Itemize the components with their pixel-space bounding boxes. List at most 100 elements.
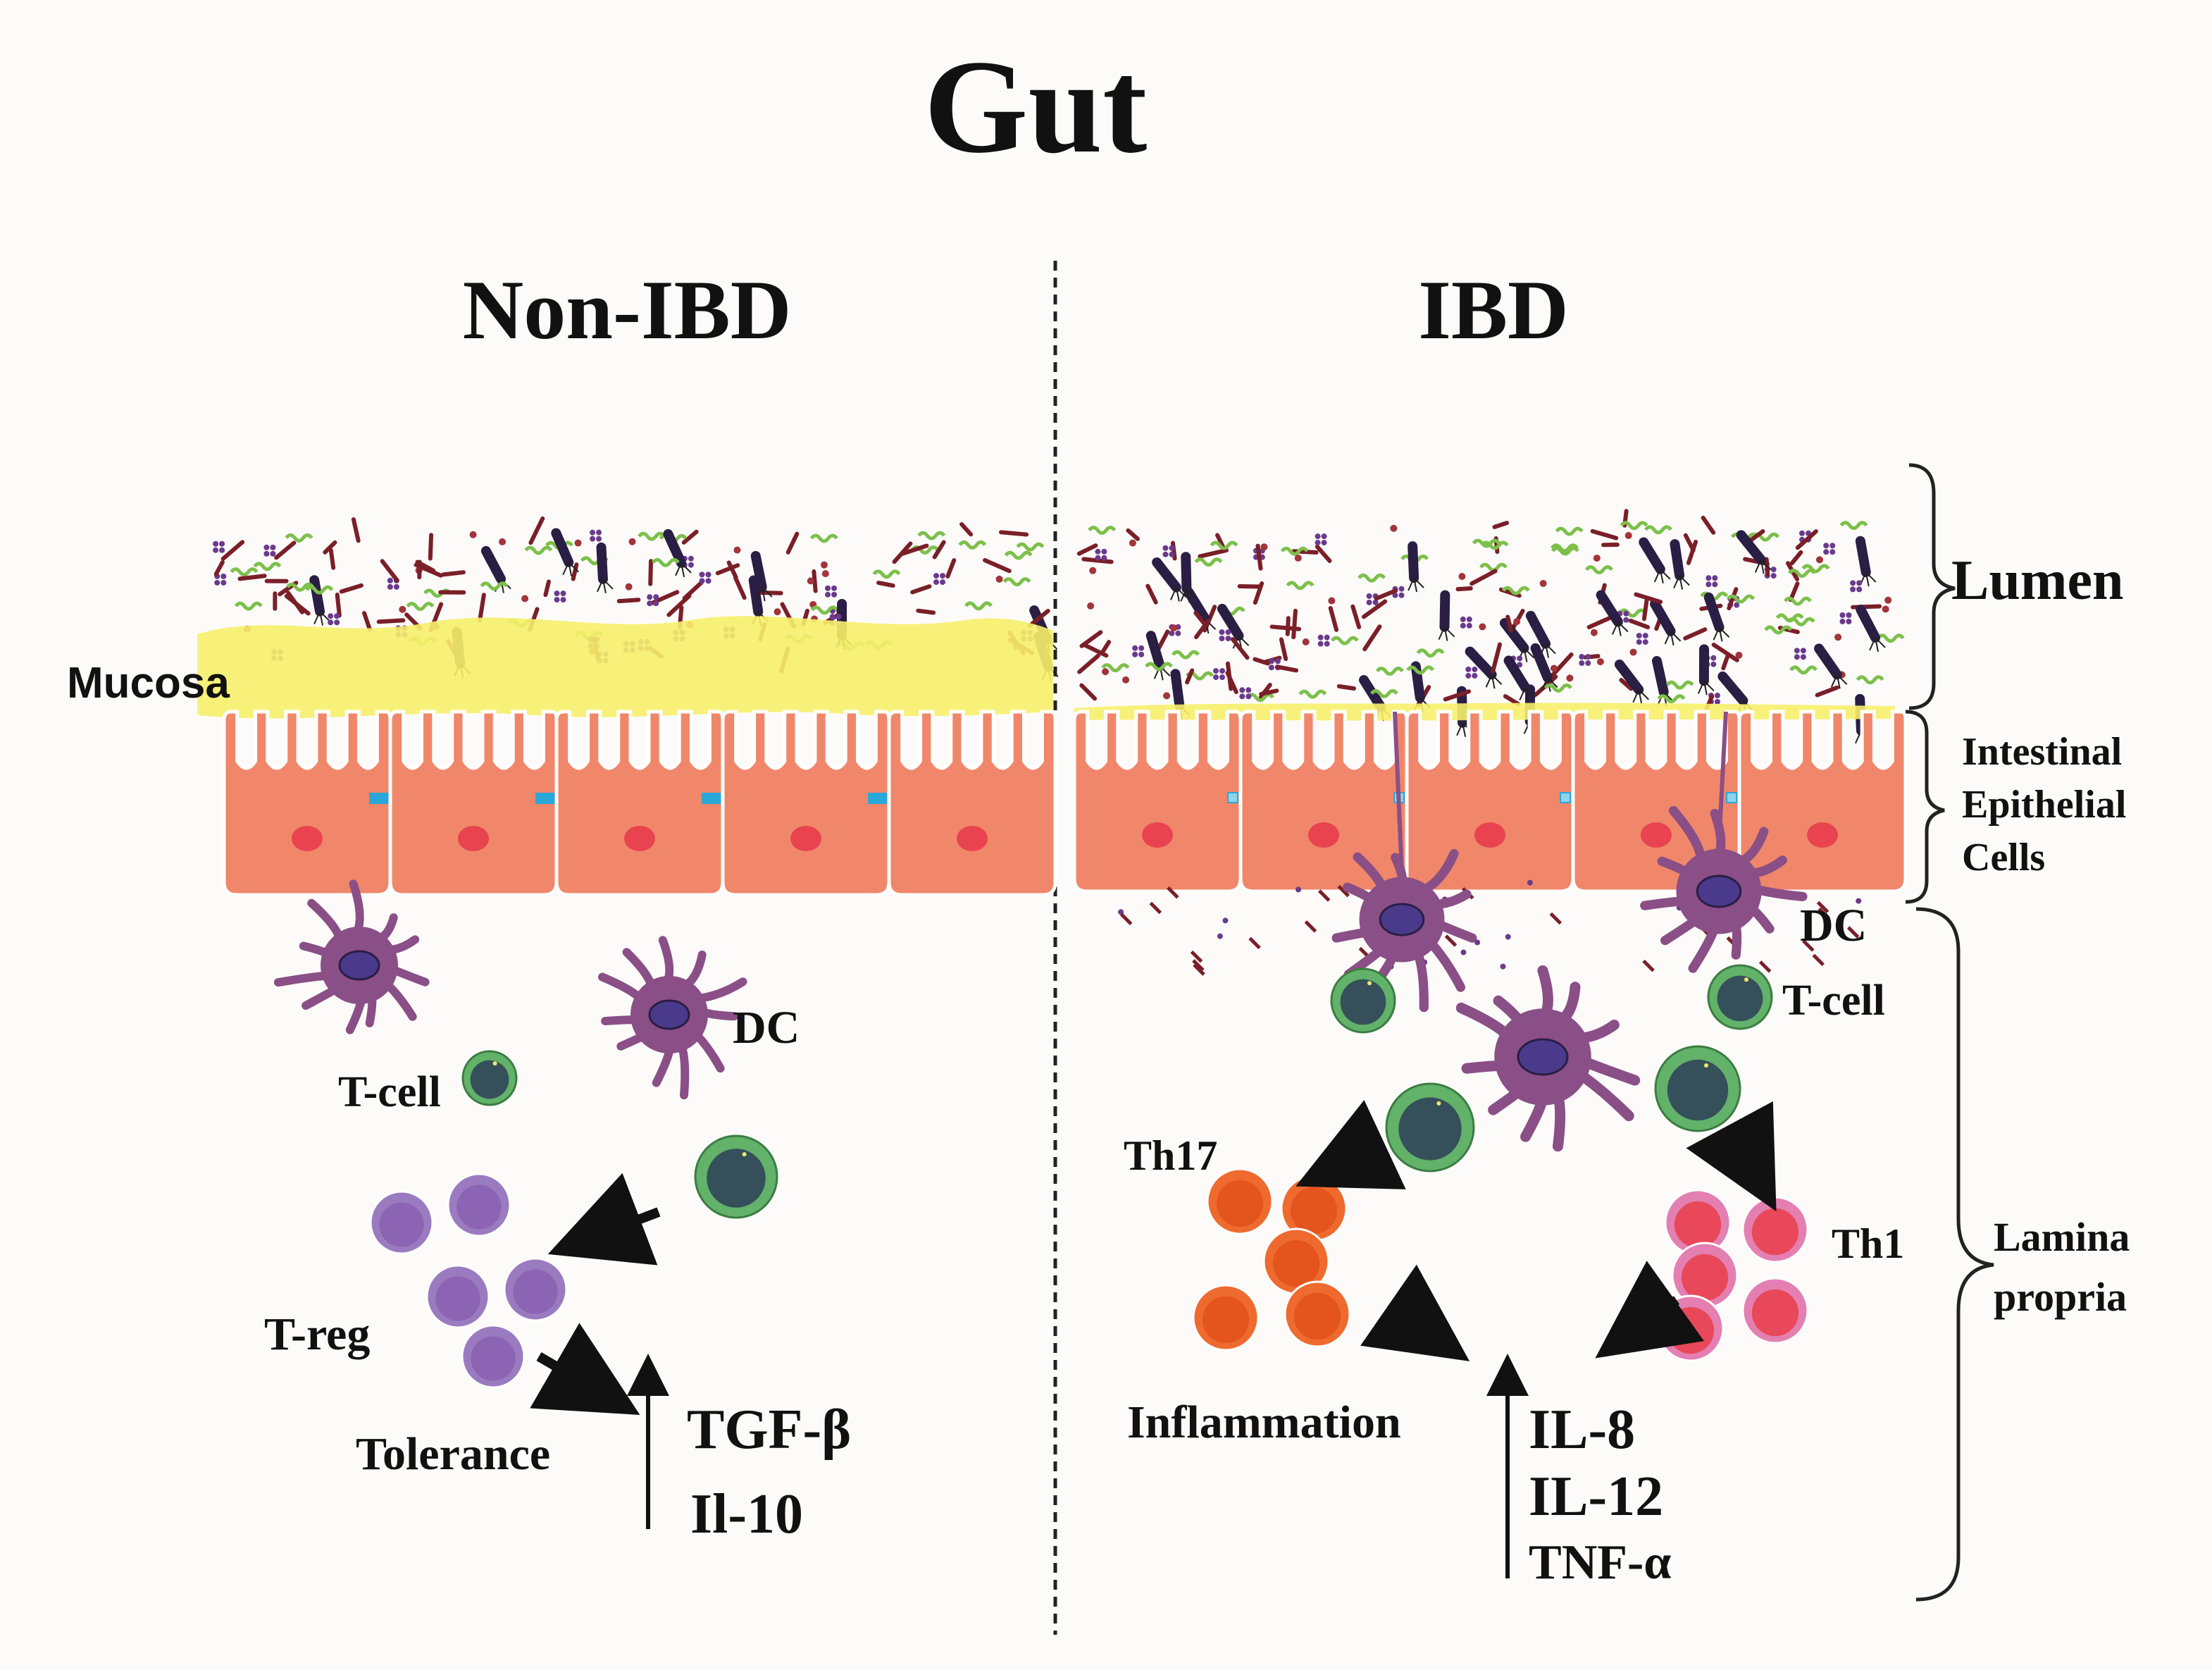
coccus-bacterium (1322, 533, 1327, 539)
treg-cell-core (471, 1336, 515, 1380)
rod-bacterium (1187, 671, 1192, 683)
coccus-bacterium (1095, 549, 1100, 555)
epithelial-nucleus (1807, 822, 1838, 848)
treg-cell-core (456, 1185, 501, 1229)
th1-cell-core (1752, 1289, 1798, 1336)
rod-bacterium (962, 524, 971, 534)
epithelial-cell (557, 712, 723, 895)
coccus-bacterium (1846, 619, 1851, 624)
epithelial-nucleus (1142, 822, 1173, 848)
rod-bacterium (912, 586, 929, 592)
dc-label-right: DC (1800, 900, 1867, 951)
flagellated-bacterium (314, 580, 320, 611)
leaked-coccus (1295, 886, 1301, 892)
spiral-bacterium (1377, 669, 1403, 674)
rod-bacterium (354, 519, 359, 540)
rod-bacterium (530, 519, 542, 543)
coccus-bacterium (1771, 573, 1777, 579)
epithelial-cell (1241, 712, 1407, 891)
coccus-bacterium (825, 592, 831, 598)
coccus-bacterium (626, 583, 633, 590)
rod-bacterium (216, 562, 223, 574)
spiral-bacterium (254, 564, 280, 569)
coccus-bacterium (831, 586, 837, 591)
coccus-bacterium (1460, 623, 1466, 629)
rod-bacterium (1495, 523, 1508, 527)
flagellated-bacterium (1860, 610, 1875, 638)
rod-bacterium (918, 611, 933, 613)
coccus-bacterium (1794, 648, 1800, 653)
coccus-bacterium (1579, 660, 1584, 666)
flagellated-bacterium (1536, 648, 1548, 678)
epithelial-cell (1407, 712, 1573, 891)
t-cell-core (1667, 1060, 1728, 1120)
coccus-bacterium (1794, 654, 1800, 660)
cytokine-right-2: IL-12 (1529, 1466, 1663, 1528)
tcell-label-right: T-cell (1782, 977, 1885, 1025)
epithelial-nucleus (458, 826, 489, 851)
coccus-bacterium (1239, 687, 1245, 693)
coccus-bacterium (688, 562, 694, 568)
cytokine-right-1: IL-8 (1529, 1399, 1635, 1461)
coccus-bacterium (831, 592, 837, 598)
rod-bacterium (337, 595, 340, 615)
coccus-bacterium (1850, 580, 1856, 586)
coccus-bacterium (1712, 575, 1717, 581)
coccus-bacterium (328, 613, 333, 619)
leaked-rod (1192, 952, 1202, 962)
flagellated-bacterium (1176, 674, 1180, 705)
t-cell-core (1717, 976, 1763, 1022)
coccus-bacterium (521, 595, 528, 602)
spiral-bacterium (874, 571, 899, 577)
coccus-bacterium (1269, 664, 1274, 670)
coccus-bacterium (1129, 540, 1136, 547)
rod-bacterium (1472, 571, 1495, 583)
rod-bacterium (1331, 608, 1336, 630)
spiral-bacterium (1017, 544, 1043, 550)
spiral-bacterium (1791, 667, 1816, 673)
lumen-label: Lumen (1951, 550, 2124, 612)
spiral-bacterium (1332, 638, 1357, 643)
rod-bacterium (1593, 531, 1617, 538)
coccus-bacterium (1089, 567, 1096, 574)
coccus-bacterium (1630, 649, 1637, 656)
coccus-bacterium (1324, 635, 1330, 641)
rod-bacterium (1258, 546, 1261, 569)
coccus-bacterium (1390, 525, 1397, 532)
coccus-bacterium (575, 540, 582, 547)
t-cell-dot (1744, 977, 1748, 982)
flagellated-bacterium (1412, 546, 1414, 578)
treg-label: T-reg (264, 1309, 370, 1360)
coccus-bacterium (700, 578, 705, 583)
th17-cell-core (1294, 1293, 1341, 1340)
epithelial-nucleus (624, 826, 655, 851)
rod-bacterium (947, 560, 954, 576)
coccus-bacterium (270, 545, 275, 550)
rod-bacterium (1081, 686, 1095, 699)
rod-bacterium (1818, 688, 1837, 695)
coccus-bacterium (399, 606, 406, 613)
coccus-bacterium (653, 600, 659, 606)
coccus-bacterium (1318, 641, 1324, 647)
coccus-bacterium (1839, 619, 1845, 624)
leaked-coccus (1500, 964, 1505, 970)
epithelial-nucleus (1308, 822, 1339, 848)
coccus-bacterium (1799, 531, 1805, 536)
coccus-bacterium (1472, 673, 1477, 679)
spiral-bacterium (1195, 559, 1221, 565)
leaked-rod (1446, 936, 1455, 946)
t-cell-core (1398, 1097, 1461, 1160)
arrow-tcell-to-treg (585, 1212, 659, 1240)
coccus-bacterium (1219, 629, 1224, 635)
leaked-rod (1121, 914, 1131, 924)
coccus-bacterium (996, 576, 1003, 583)
coccus-bacterium (220, 574, 226, 579)
spiral-bacterium (236, 603, 261, 609)
rod-bacterium (443, 572, 464, 574)
rod-bacterium (383, 561, 397, 580)
spiral-bacterium (1586, 567, 1612, 573)
coccus-bacterium (554, 590, 560, 596)
coccus-bacterium (1856, 586, 1862, 592)
coccus-bacterium (1816, 556, 1823, 563)
coccus-bacterium (1095, 555, 1100, 561)
